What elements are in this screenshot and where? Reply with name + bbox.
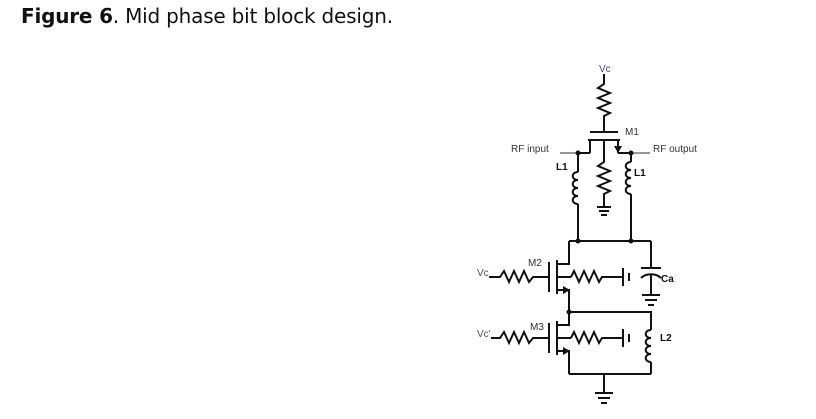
capacitor-ca: [640, 241, 662, 306]
transistor-m2: [548, 241, 571, 310]
resistor-vc-m2: [489, 268, 549, 285]
node-bus-right: [628, 238, 634, 244]
node-bus-left: [575, 238, 581, 244]
label-m2: M2: [528, 258, 542, 269]
resistor-center-ground: [595, 150, 613, 216]
resistor-m3-body: [570, 329, 623, 346]
figure-caption: Figure 6. Mid phase bit block design.: [21, 4, 393, 28]
resistor-vc-m3: [491, 329, 549, 346]
label-rf-input: RF input: [511, 144, 549, 155]
label-l2: L2: [660, 333, 672, 344]
label-m1: M1: [625, 127, 639, 138]
m3-arrow: [563, 347, 570, 355]
label-rf-output: RF output: [653, 144, 697, 155]
label-l1-left: L1: [556, 162, 568, 173]
label-l1-right: L1: [634, 168, 646, 179]
resistor-m2-body: [570, 268, 623, 285]
inductor-l1-left: [571, 153, 579, 241]
m1-arrow: [614, 146, 622, 153]
label-ca: Ca: [661, 274, 674, 285]
label-vc-m3: Vc': [477, 329, 491, 340]
inductor-l1-right: [624, 153, 632, 241]
battery-m3: [622, 329, 630, 347]
resistor-vc-m1: [595, 74, 613, 132]
label-vc-m2: Vc: [477, 268, 489, 279]
label-vc-top: Vc: [599, 64, 611, 75]
transistor-m1: [588, 131, 622, 153]
battery-m2: [622, 268, 630, 286]
figure-title: . Mid phase bit block design.: [112, 4, 393, 28]
ground-bottom: [595, 374, 613, 404]
inductor-l2: [644, 329, 652, 374]
label-m3: M3: [530, 322, 544, 333]
m2-arrow: [563, 286, 570, 294]
transistor-m3: [548, 312, 571, 374]
figure-number: Figure 6: [21, 4, 113, 28]
